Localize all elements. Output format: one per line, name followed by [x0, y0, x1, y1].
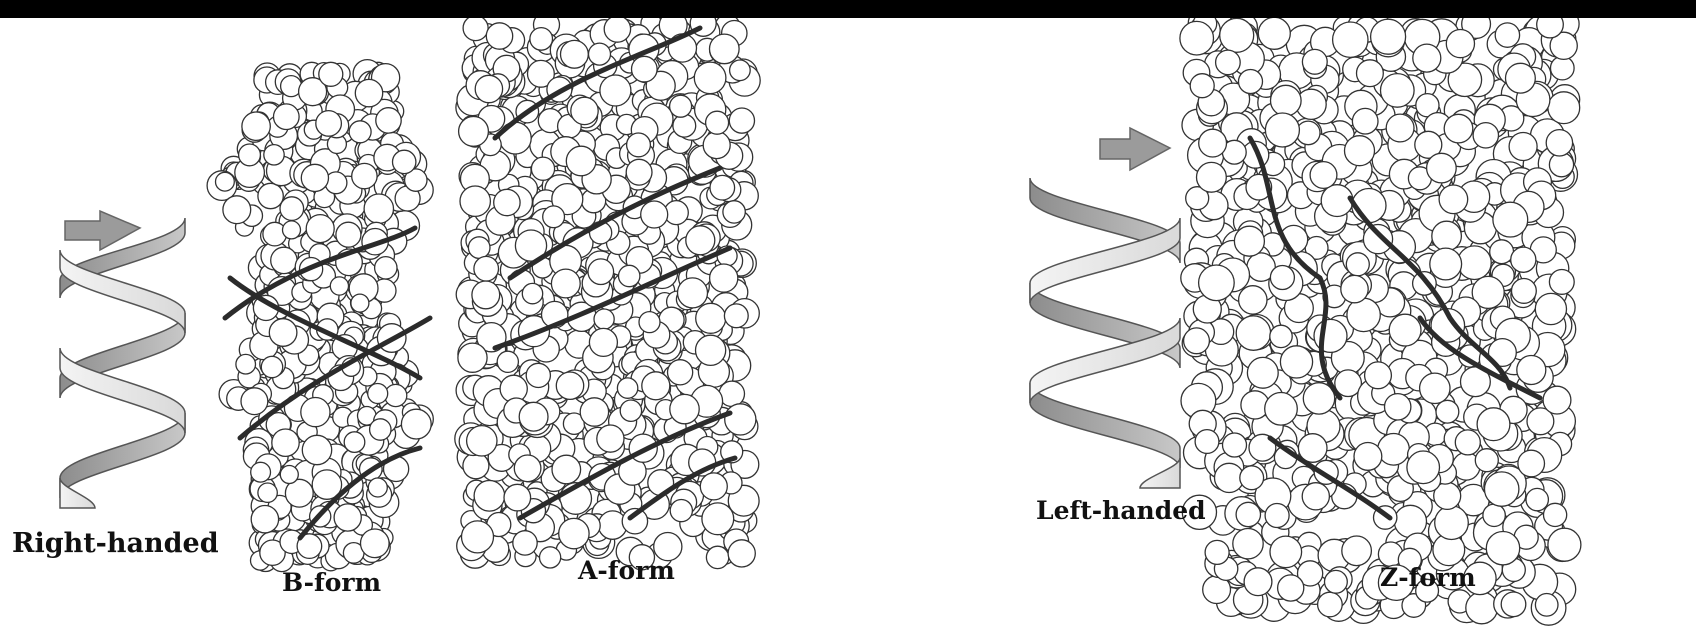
figure-canvas: Right-handed B-form A-form Left-handed Z…: [0, 18, 1696, 639]
z-form-label: Z-form: [1380, 563, 1476, 592]
a-dna-space-filling-model: [455, 18, 760, 570]
z-dna-space-filling-model: [1180, 18, 1581, 625]
figure-svg: [0, 18, 1696, 639]
right-handed-helix-ribbon-icon: [60, 211, 185, 508]
b-form-label: B-form: [282, 568, 381, 597]
right-handed-label: Right-handed: [12, 528, 219, 559]
a-form-label: A-form: [578, 556, 675, 585]
left-handed-label: Left-handed: [1036, 496, 1206, 525]
b-dna-space-filling-model: [207, 60, 433, 572]
left-handed-helix-ribbon-icon: [1030, 128, 1180, 488]
